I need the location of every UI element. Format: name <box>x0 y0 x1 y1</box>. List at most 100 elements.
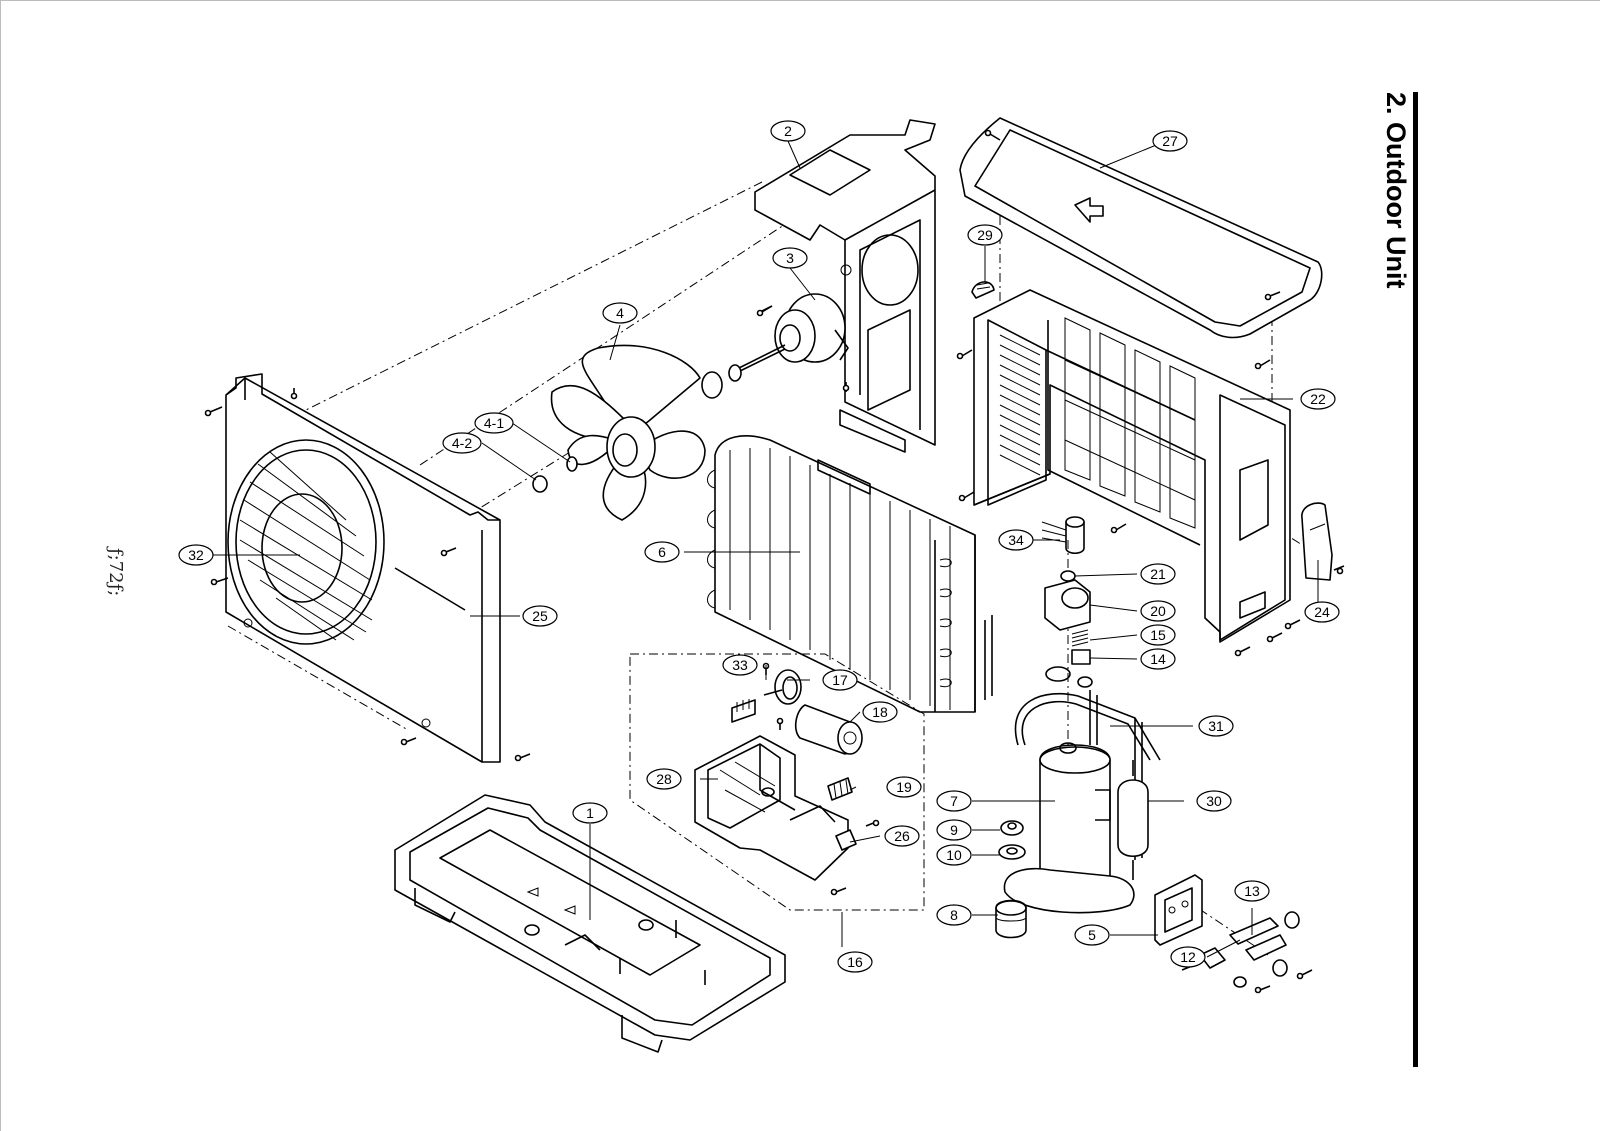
callout-24: 24 <box>1304 601 1340 623</box>
callout-circle <box>474 412 514 434</box>
callout-19: 19 <box>886 776 922 798</box>
callout-4: 4 <box>602 302 638 324</box>
fan-blade <box>532 344 742 521</box>
callout-17: 17 <box>822 669 858 691</box>
callout-circle <box>722 654 758 676</box>
callout-label: 34 <box>1008 532 1024 548</box>
callout-circle <box>1234 880 1270 902</box>
callout-33: 33 <box>722 654 758 676</box>
callout-16: 16 <box>837 951 873 973</box>
callout-circle <box>1140 600 1176 622</box>
callout-label: 26 <box>894 828 910 844</box>
terminal-block <box>731 699 756 723</box>
callout-circle <box>522 605 558 627</box>
callout-label: 6 <box>658 544 666 560</box>
callout-circle <box>442 432 482 454</box>
callout-18: 18 <box>862 701 898 723</box>
callout-circle <box>884 825 920 847</box>
condenser-coil <box>707 435 993 713</box>
fan-motor <box>734 293 849 373</box>
callout-22: 22 <box>1300 388 1336 410</box>
electrical-box-outline <box>629 653 925 911</box>
callout-label: 10 <box>946 847 962 863</box>
callout-10: 10 <box>936 844 972 866</box>
callout-circle <box>1300 388 1336 410</box>
callout-31: 31 <box>1198 715 1234 737</box>
callout-circle <box>178 544 214 566</box>
callout-label: 4 <box>616 305 624 321</box>
callout-circle <box>1140 648 1176 670</box>
callout-32: 32 <box>178 544 214 566</box>
callout-circle <box>644 541 680 563</box>
callout-circle <box>837 951 873 973</box>
callout-label: 28 <box>656 771 672 787</box>
service-valves <box>1179 911 1300 988</box>
callout-circle <box>967 224 1003 246</box>
cushions <box>995 820 1027 939</box>
callout-circle <box>862 701 898 723</box>
callout-12: 12 <box>1170 946 1206 968</box>
callout-label: 32 <box>188 547 204 563</box>
callout-label: 29 <box>977 227 993 243</box>
callout-8: 8 <box>936 904 972 926</box>
callout-label: 20 <box>1150 603 1166 619</box>
callout-label: 13 <box>1244 883 1260 899</box>
callout-circle <box>572 802 608 824</box>
front-panel <box>225 373 501 763</box>
callout-label: 24 <box>1314 604 1330 620</box>
callout-5: 5 <box>1074 924 1110 946</box>
callout-label: 9 <box>950 822 958 838</box>
control-box <box>694 735 849 881</box>
callout-label: 8 <box>950 907 958 923</box>
callout-circle <box>936 904 972 926</box>
callout-14: 14 <box>1140 648 1176 670</box>
callout-9: 9 <box>936 819 972 841</box>
callout-label: 4-2 <box>452 435 472 451</box>
callout-circle <box>1304 601 1340 623</box>
callout-circle <box>936 844 972 866</box>
callout-circle <box>646 768 682 790</box>
callout-circle <box>1140 624 1176 646</box>
callout-circle <box>772 247 808 269</box>
callout-label: 19 <box>896 779 912 795</box>
screws <box>204 129 1345 994</box>
callout-13: 13 <box>1234 880 1270 902</box>
callout-label: 3 <box>786 250 794 266</box>
callout-label: 14 <box>1150 651 1166 667</box>
callout-label: 5 <box>1088 927 1096 943</box>
callout-circle <box>1140 563 1176 585</box>
leader-lines <box>194 140 1319 958</box>
capacitor-clamp <box>763 669 802 705</box>
page-border-top <box>0 0 1600 1</box>
capacitor <box>794 704 863 755</box>
callout-label: 33 <box>732 657 748 673</box>
part-callouts: 12344-14-2567891012131415161718192021222… <box>178 120 1340 973</box>
callout-1: 1 <box>572 802 608 824</box>
callout-circle <box>1152 130 1188 152</box>
callout-label: 2 <box>784 123 792 139</box>
callout-label: 18 <box>872 704 888 720</box>
callout-26: 26 <box>884 825 920 847</box>
service-valve-bracket <box>1154 874 1203 946</box>
callout-circle <box>1074 924 1110 946</box>
connector <box>835 829 857 851</box>
callout-circle <box>602 302 638 324</box>
callout-circle <box>936 819 972 841</box>
callout-circle <box>770 120 806 142</box>
callout-label: 27 <box>1162 133 1178 149</box>
callout-label: 16 <box>847 954 863 970</box>
callout-label: 31 <box>1208 718 1224 734</box>
callout-label: 7 <box>950 793 958 809</box>
callout-label: 1 <box>586 805 594 821</box>
callout-circle <box>1198 715 1234 737</box>
callout-25: 25 <box>522 605 558 627</box>
callout-circle <box>936 790 972 812</box>
callout-30: 30 <box>1196 790 1232 812</box>
callout-circle <box>1170 946 1206 968</box>
page-border-left <box>0 0 1 1131</box>
title-rule <box>1413 92 1418 1067</box>
callout-label: 4-1 <box>484 415 504 431</box>
handle-cover <box>1301 502 1333 581</box>
callout-label: 12 <box>1180 949 1196 965</box>
callout-4-1: 4-1 <box>474 412 514 434</box>
